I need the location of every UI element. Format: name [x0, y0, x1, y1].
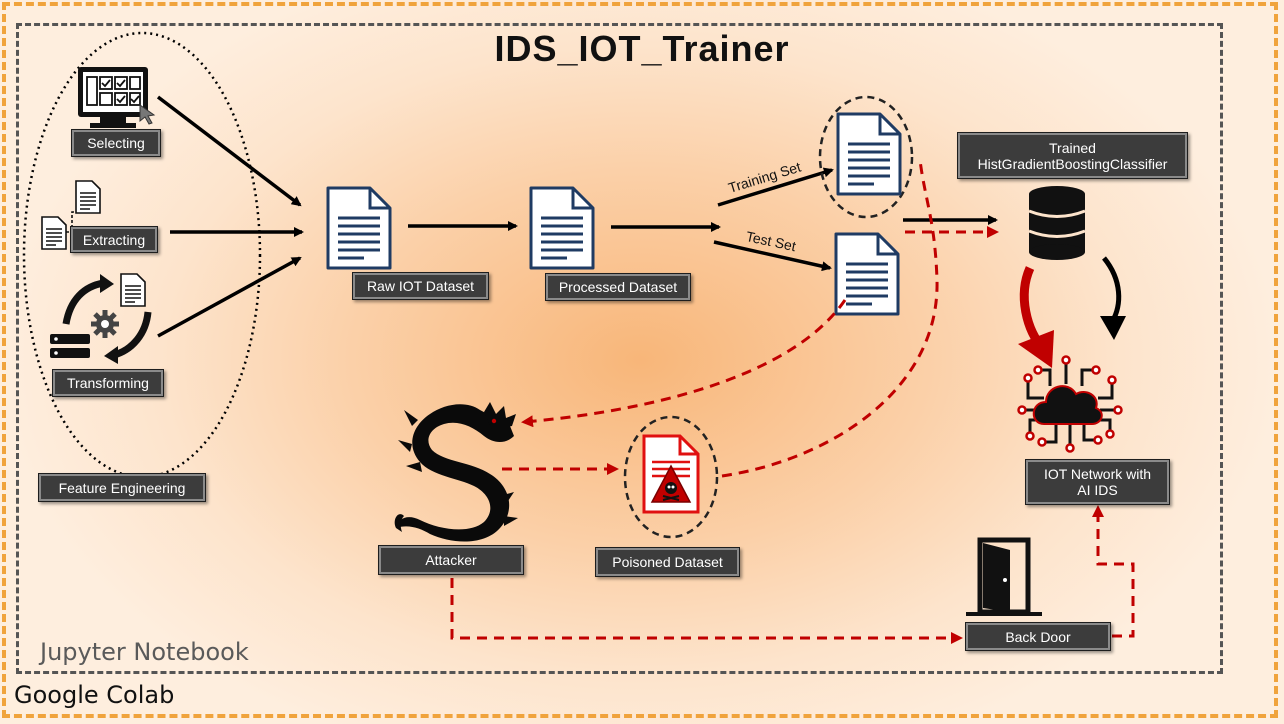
attacker-label: Attacker [378, 545, 524, 575]
monitor-checklist-icon [78, 67, 156, 128]
poisoned-dataset-label: Poisoned Dataset [595, 547, 740, 577]
model-to-iot-black-arrow [1102, 256, 1122, 324]
poisoned-dataset-highlight [623, 415, 719, 539]
training-set-highlight [818, 95, 914, 219]
feature-flow-arrows [156, 95, 304, 338]
test-set-arrow [713, 240, 832, 272]
test-to-attacker-path [521, 299, 847, 428]
dragon-icon [394, 402, 518, 542]
feature-engineering-label: Feature Engineering [38, 473, 206, 502]
model-label: Trained HistGradientBoostingClassifier [957, 132, 1188, 179]
jupyter-notebook-border [16, 23, 1223, 674]
google-colab-label: Google Colab [14, 681, 175, 709]
raw-dataset-icon [326, 186, 392, 270]
processed-dataset-label: Processed Dataset [545, 273, 691, 301]
extracting-label: Extracting [70, 226, 158, 253]
database-icon [1028, 186, 1086, 260]
iot-label-line2: AI IDS [1077, 482, 1118, 498]
poison-document-icon [642, 434, 700, 514]
feature-engineering-group [22, 31, 262, 479]
jupyter-notebook-label: Jupyter Notebook [40, 638, 249, 666]
backdoor-to-iot-path [1092, 505, 1135, 638]
poison-to-training-path [721, 159, 939, 478]
transforming-label: Transforming [52, 369, 164, 397]
attacker-to-backdoor-path [450, 578, 963, 644]
transform-gear-icon [50, 273, 152, 364]
back-door-label: Back Door [965, 622, 1111, 651]
training-set-arrow [717, 167, 834, 207]
iot-label-line1: IOT Network with [1043, 466, 1152, 482]
cloud-network-icon [1017, 355, 1123, 453]
selecting-label: Selecting [71, 129, 161, 157]
processed-dataset-icon [529, 186, 595, 270]
door-icon [966, 537, 1042, 616]
model-label-line2: HistGradientBoostingClassifier [977, 155, 1168, 172]
documents-icon [41, 180, 101, 250]
iot-network-label: IOT Network with AI IDS [1025, 459, 1170, 505]
raw-dataset-label: Raw IOT Dataset [352, 272, 489, 300]
training-set-icon [836, 112, 902, 196]
diagram-title: IDS_IOT_Trainer [494, 28, 790, 69]
model-label-line1: Trained [1049, 139, 1096, 156]
